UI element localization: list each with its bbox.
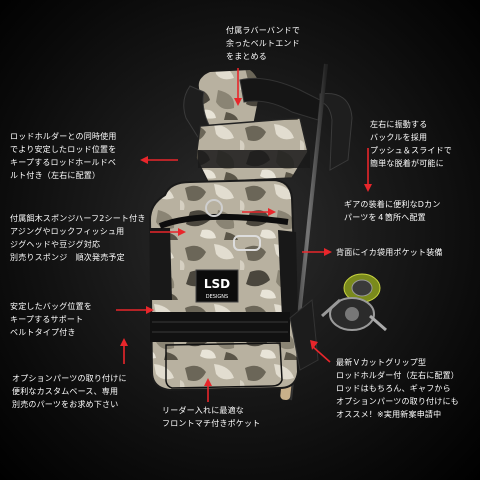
label-squid-pocket: 背面にイカ袋用ポケット装備 (336, 248, 443, 257)
top-zipper (158, 213, 289, 229)
label-rod-hold-belt: ロッドホルダーとの同時使用 でより安定したロッド位置を キープするロッドホールド… (10, 132, 117, 180)
logo-text: LSD (204, 277, 230, 291)
hold-belt (198, 150, 310, 168)
annotation-arrows (116, 68, 372, 402)
zipper-pull (233, 235, 261, 251)
logo-patch (195, 269, 239, 303)
left-side-panel (150, 228, 172, 300)
right-shoulder-strap (319, 93, 353, 171)
rod-holder (289, 299, 319, 371)
label-support-belt: 安定したバッグ位置を キープするサポート ベルトタイプ付き (10, 302, 92, 337)
label-sponge: 付属餌木スポンジハーフ2シート付き アジングやロックフィッシュ用 ジグヘッドや豆… (10, 214, 146, 262)
label-option-base: オプションパーツの取り付けに 便利なカスタムベース、専用 別売のパーツをお求め下… (12, 374, 127, 409)
label-grip-holder: 最新Ｖカットグリップ型 ロッドホルダー付（左右に配置） ロッドはもちろん、ギャフ… (336, 358, 459, 419)
fishing-reel (321, 273, 387, 332)
d-ring (205, 199, 223, 217)
label-front-pocket: リーダー入れに最適な フロントマチ付きポケット (162, 406, 261, 428)
right-side-panel (278, 230, 298, 320)
logo-subtext: DESIGNS (206, 294, 228, 300)
front-pocket (165, 342, 283, 389)
label-d-can: ギアの装着に便利なDカン パーツを４箇所へ配置 (344, 200, 441, 222)
label-buckle: 左右に振動する バックルを採用 プッシュ＆スライドで 簡単な脱着が可能に (370, 120, 452, 168)
label-rubber-band: 付属ラバーバンドで 余ったベルトエンド をまとめる (226, 26, 301, 61)
molle-webbing (150, 312, 290, 342)
